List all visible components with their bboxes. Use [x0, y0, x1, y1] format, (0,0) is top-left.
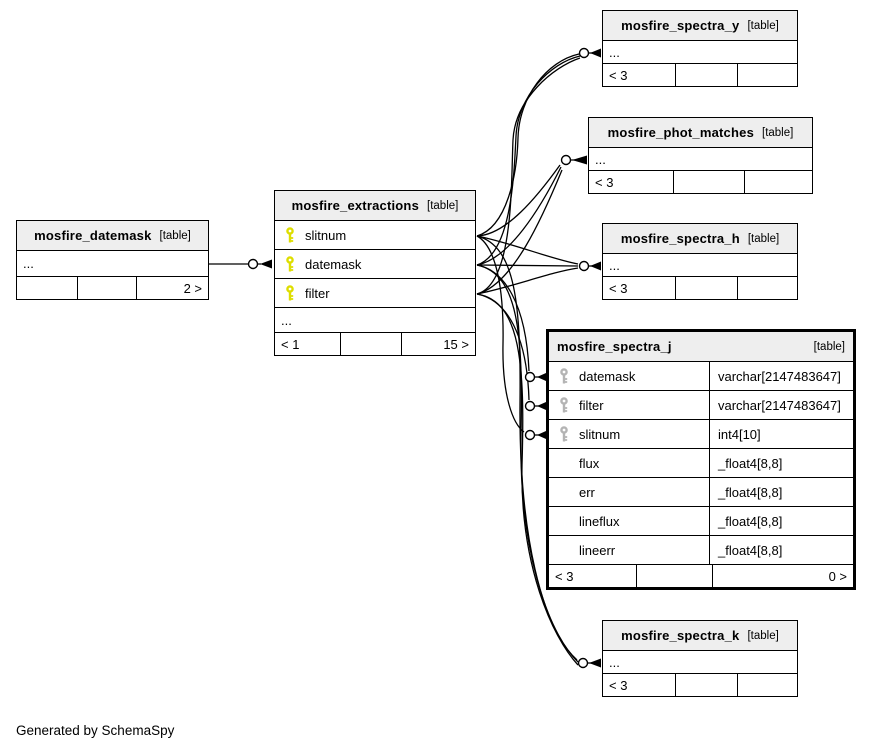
table-tag: [table] — [747, 19, 779, 32]
collapsed-columns: ... — [603, 41, 797, 64]
table-node-mosfire-spectra-j[interactable]: mosfire_spectra_j [table] datemask varch… — [546, 329, 856, 590]
table-header[interactable]: mosfire_spectra_k [table] — [603, 621, 797, 651]
collapsed-columns: ... — [275, 308, 475, 333]
middle-cell — [673, 171, 744, 193]
table-footer: < 3 — [589, 171, 812, 193]
column-row: slitnum — [275, 221, 475, 250]
column-type: varchar[2147483647] — [718, 397, 841, 413]
foreign-key-icon — [549, 397, 579, 413]
collapsed-columns: ... — [17, 251, 208, 277]
table-name: mosfire_datemask — [34, 228, 152, 243]
children-count-cell — [737, 674, 797, 696]
children-count-cell — [744, 171, 812, 193]
column-row: filter varchar[2147483647] — [549, 391, 853, 420]
column-row: slitnum int4[10] — [549, 420, 853, 449]
middle-cell — [636, 565, 712, 587]
table-header[interactable]: mosfire_phot_matches [table] — [589, 118, 812, 148]
collapsed-columns: ... — [603, 254, 797, 277]
table-name: mosfire_phot_matches — [607, 125, 754, 140]
parents-count-cell: < 3 — [609, 67, 628, 83]
column-name: lineerr — [579, 542, 616, 558]
primary-key-icon — [275, 227, 305, 243]
parents-count-cell: < 3 — [609, 280, 628, 296]
table-node-mosfire-phot-matches[interactable]: mosfire_phot_matches [table] ... < 3 — [588, 117, 813, 194]
column-row: lineerr _float4[8,8] — [549, 536, 853, 565]
collapsed-columns: ... — [589, 148, 812, 171]
table-node-mosfire-extractions[interactable]: mosfire_extractions [table] slitnum — [274, 190, 476, 356]
table-footer: 2 > — [17, 277, 208, 299]
column-row: filter — [275, 279, 475, 308]
column-name: filter — [579, 397, 604, 413]
column-type: varchar[2147483647] — [718, 368, 841, 384]
column-type: _float4[8,8] — [718, 455, 783, 471]
collapsed-columns: ... — [603, 651, 797, 674]
middle-cell — [675, 277, 737, 299]
table-header[interactable]: mosfire_datemask [table] — [17, 221, 208, 251]
table-name: mosfire_spectra_y — [621, 18, 740, 33]
column-name: slitnum — [305, 227, 347, 243]
children-count-cell — [737, 64, 797, 86]
children-count-cell: 0 > — [712, 565, 853, 587]
table-footer: < 3 — [603, 64, 797, 86]
column-name: datemask — [305, 256, 362, 272]
table-name: mosfire_spectra_k — [621, 628, 740, 643]
table-name: mosfire_spectra_j — [557, 339, 672, 354]
column-row: datemask — [275, 250, 475, 279]
table-footer: < 3 0 > — [549, 565, 853, 587]
table-footer: < 1 15 > — [275, 333, 475, 355]
table-node-mosfire-spectra-y[interactable]: mosfire_spectra_y [table] ... < 3 — [602, 10, 798, 87]
table-header[interactable]: mosfire_extractions [table] — [275, 191, 475, 221]
table-header[interactable]: mosfire_spectra_y [table] — [603, 11, 797, 41]
table-name: mosfire_spectra_h — [620, 231, 740, 246]
column-type: int4[10] — [718, 426, 761, 442]
column-name: lineflux — [579, 513, 620, 529]
column-row: datemask varchar[2147483647] — [549, 362, 853, 391]
parents-count-cell — [17, 277, 77, 299]
table-tag: [table] — [762, 126, 794, 139]
column-name: datemask — [579, 368, 636, 384]
table-tag: [table] — [747, 232, 780, 245]
column-type: _float4[8,8] — [718, 542, 783, 558]
table-name: mosfire_extractions — [291, 198, 420, 213]
middle-cell — [675, 64, 737, 86]
table-node-mosfire-datemask[interactable]: mosfire_datemask [table] ... 2 > — [16, 220, 209, 300]
children-count-cell: 15 > — [401, 333, 475, 355]
table-tag: [table] — [813, 340, 845, 353]
column-row: lineflux _float4[8,8] — [549, 507, 853, 536]
table-footer: < 3 — [603, 674, 797, 696]
children-count-cell — [737, 277, 797, 299]
table-header[interactable]: mosfire_spectra_j [table] — [549, 332, 853, 362]
middle-cell — [77, 277, 136, 299]
children-count-cell: 2 > — [136, 277, 208, 299]
parents-count-cell: < 3 — [609, 677, 628, 693]
parents-count-cell: < 3 — [595, 174, 614, 190]
parents-count-cell: < 3 — [555, 568, 574, 584]
middle-cell — [675, 674, 737, 696]
column-name: filter — [305, 285, 330, 301]
parents-count-cell: < 1 — [281, 336, 300, 352]
primary-key-icon — [275, 256, 305, 272]
table-tag: [table] — [747, 629, 779, 642]
table-node-mosfire-spectra-k[interactable]: mosfire_spectra_k [table] ... < 3 — [602, 620, 798, 697]
table-tag: [table] — [159, 229, 191, 242]
foreign-key-icon — [549, 368, 579, 384]
table-node-mosfire-spectra-h[interactable]: mosfire_spectra_h [table] ... < 3 — [602, 223, 798, 300]
foreign-key-icon — [549, 426, 579, 442]
column-type: _float4[8,8] — [718, 484, 783, 500]
table-footer: < 3 — [603, 277, 797, 299]
middle-cell — [340, 333, 401, 355]
primary-key-icon — [275, 285, 305, 301]
column-row: flux _float4[8,8] — [549, 449, 853, 478]
column-type: _float4[8,8] — [718, 513, 783, 529]
table-tag: [table] — [427, 199, 459, 212]
column-name: err — [579, 484, 595, 500]
column-row: err _float4[8,8] — [549, 478, 853, 507]
generated-by-note: Generated by SchemaSpy — [16, 723, 175, 738]
column-name: slitnum — [579, 426, 621, 442]
table-header[interactable]: mosfire_spectra_h [table] — [603, 224, 797, 254]
column-name: flux — [579, 455, 600, 471]
